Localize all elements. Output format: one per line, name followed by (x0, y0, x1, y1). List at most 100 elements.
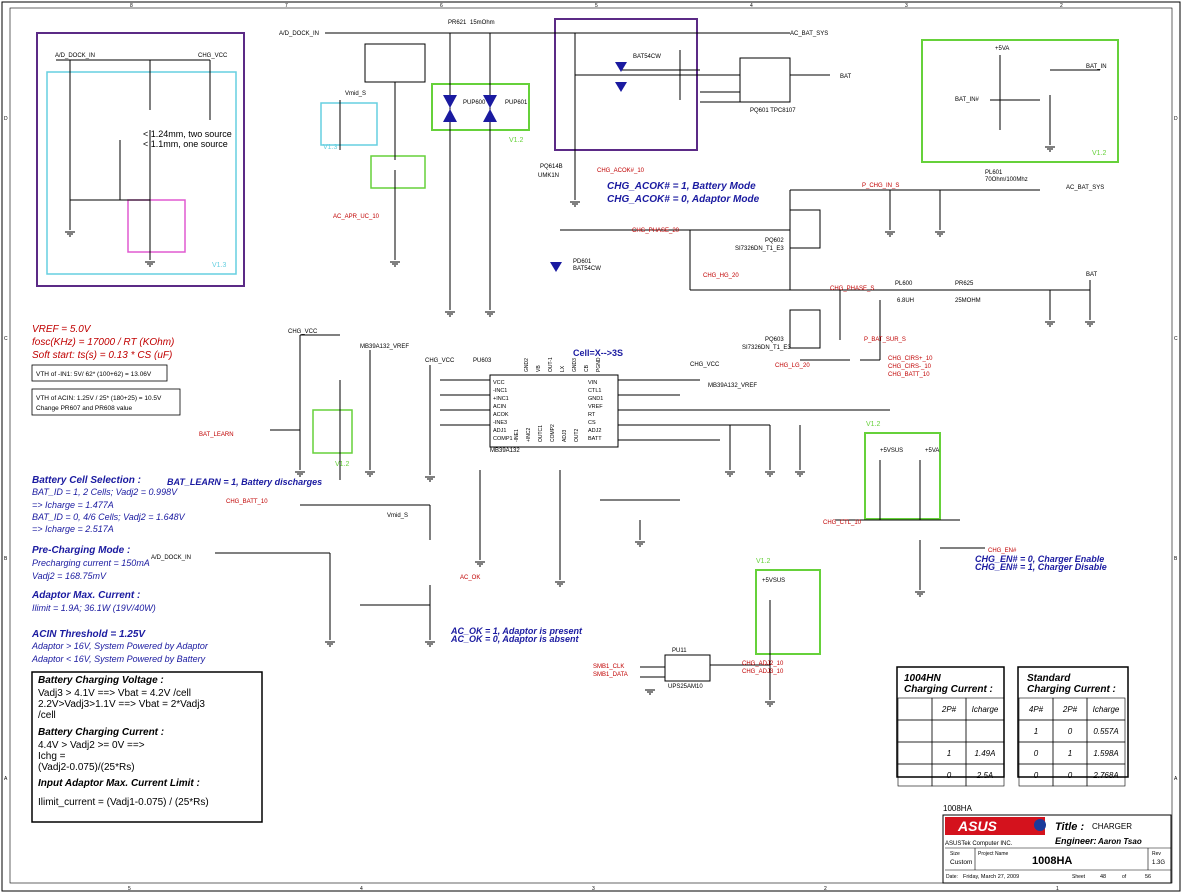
ground-icon (365, 471, 375, 477)
vth-box-2 (31, 388, 181, 416)
ground-icon (445, 311, 455, 317)
ic-pin-label: -INE3 (493, 420, 507, 426)
component-label: SI7326DN_T1_E3 (742, 345, 791, 351)
ic-pin-label: -INE1 (514, 429, 520, 442)
net-label: BAT (840, 74, 852, 80)
table-cell-text: 0.557A (1093, 727, 1118, 736)
wiring (56, 32, 1100, 700)
acok-note: CHG_ACOK# = 0, Adaptor Mode (607, 194, 760, 205)
table-cell-text: 2P# (1062, 705, 1078, 714)
net-label: CHG_BATT_10 (888, 372, 930, 378)
net-label: BAT_IN (1086, 64, 1107, 70)
ground-icon (485, 311, 495, 317)
ground-icon (65, 231, 75, 237)
table-cell (897, 719, 933, 743)
ic-pin-label: VB (536, 365, 542, 372)
net-label: AC_APR_UC_10 (333, 214, 380, 220)
table-title: Charging Current : (904, 684, 993, 695)
net-label: CHG_HG_20 (703, 273, 739, 279)
version-tag: V1.3 (212, 262, 227, 269)
version-tag: V1.2 (509, 137, 524, 144)
sheet-total: 56 (1145, 874, 1151, 880)
ground-icon (725, 471, 735, 477)
table-cell-text: 0 (1068, 771, 1073, 780)
title-value: CHARGER (1092, 822, 1132, 831)
table-cell (897, 697, 933, 721)
net-label: CHG_PHASE_S (830, 286, 874, 292)
size-value: Custom (950, 859, 972, 866)
net-label: CHG_CIRS+_10 (888, 356, 933, 362)
version-tag: V1.3 (323, 144, 338, 151)
ic-pin-label: +INC1 (493, 396, 509, 402)
v13-dock-box (46, 71, 237, 275)
pre-charging-line: Vadj2 = 168.75mV (32, 571, 107, 581)
ground-icon (635, 541, 645, 547)
net-label: A/D_DOCK_IN (151, 555, 191, 561)
ic-pin-label: COMP2 (550, 424, 556, 442)
version-tag: V1.2 (756, 558, 771, 565)
ic-pin-label: OUT-1 (548, 357, 554, 372)
project-label: Project Name (978, 851, 1009, 857)
charging-current-line: 4.4V > Vadj2 >= 0V ==> (38, 740, 145, 751)
ic-pin-label: GND1 (588, 396, 603, 402)
vth-box-2-text: Change PR607 and PR608 value (36, 405, 133, 412)
table-cell-text: Icharge (1093, 705, 1120, 714)
input-limit-line: Ilimit_current = (Vadj1-0.075) / (25*Rs) (38, 797, 209, 808)
table-cell-text: 4P# (1029, 705, 1044, 714)
component-label: SI7326DN_T1_E3 (735, 246, 784, 252)
table-title: Standard (1027, 673, 1071, 684)
ic-pin-label: BATT (588, 436, 602, 442)
ic-pin-label: LX (560, 365, 566, 372)
pre-charging-line: Precharging current = 150mA (32, 558, 150, 568)
charging-current-heading: Battery Charging Current : (38, 727, 164, 738)
component-label: PD601 (573, 259, 592, 265)
net-label: AC_BAT_SYS (1066, 185, 1104, 191)
component-label: BAT54CW (573, 266, 601, 272)
acin-threshold-heading: ACIN Threshold = 1.25V (31, 629, 146, 640)
asus-logo (945, 817, 1045, 835)
ic-pin-label: OUT2 (574, 428, 580, 442)
component-label: UMK1N (538, 173, 559, 179)
date-value: Friday, March 27, 2009 (963, 874, 1019, 880)
component-label: 6.8UH (897, 298, 914, 304)
component-label: PQ601 TPC8107 (750, 108, 796, 114)
ic-pin-label: CTL1 (588, 388, 601, 394)
component-label: PQ603 (765, 337, 784, 343)
input-limit-heading: Input Adaptor Max. Current Limit : (38, 778, 200, 789)
net-label: SMB1_CLK (593, 664, 624, 670)
ground-icon (1045, 146, 1055, 152)
table-cell-text: 2P# (941, 705, 957, 714)
ic-pin-label: RT (588, 412, 596, 418)
table-cell-text: 0 (1068, 727, 1073, 736)
ic-pin-label: ACOK (493, 412, 509, 418)
net-label: CHG_VCC (690, 362, 720, 368)
ic-pin-label: ADJ3 (562, 430, 568, 442)
ic-pin-label: PGND (596, 357, 602, 372)
net-label: CHG_PHASE_20 (632, 228, 680, 234)
version-tag: V1.2 (1092, 150, 1107, 157)
net-label: CHG_CTL_10 (823, 520, 862, 526)
component-label: PQ614B (540, 164, 563, 170)
acin-threshold-line: Adaptor < 16V, System Powered by Battery (31, 654, 206, 664)
ground-icon (645, 689, 655, 695)
ic-pin-label: +INC2 (526, 427, 532, 442)
ic-pin-label: -INC1 (493, 388, 507, 394)
ic-pin-label: GND2 (524, 358, 530, 372)
chg-en-note: CHG_EN# = 0, Charger Enable (975, 554, 1104, 564)
net-label: CHG_ADJ2_10 (742, 661, 784, 667)
ic-pin-label: COMP1 (493, 436, 513, 442)
row-marker: D (1174, 116, 1178, 122)
ground-icon (425, 641, 435, 647)
column-marker: 1 (1056, 886, 1059, 892)
component-label: PU11 (672, 648, 687, 654)
net-label: AC_BAT_SYS (790, 31, 828, 37)
table-cell-text: 0 (1034, 771, 1039, 780)
net-label: CHG_VCC (425, 358, 455, 364)
chg-en-note: CHG_EN# = 1, Charger Disable (975, 562, 1107, 572)
net-label: BAT_IN# (955, 97, 980, 103)
battery-cell-heading: Battery Cell Selection : (32, 475, 141, 486)
